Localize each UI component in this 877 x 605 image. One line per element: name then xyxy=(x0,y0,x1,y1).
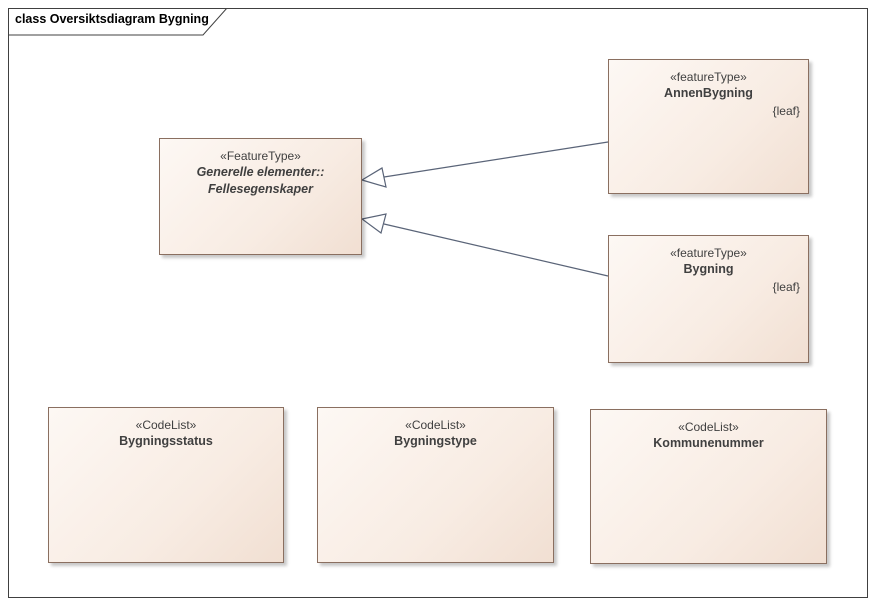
class-name: Bygningstype xyxy=(394,434,477,448)
class-name-line1: Generelle elementer:: xyxy=(196,165,325,179)
class-annenbygning[interactable]: «featureType» AnnenBygning {leaf} xyxy=(608,59,809,194)
class-kommunenummer[interactable]: «CodeList» Kommunenummer xyxy=(590,409,827,564)
stereotype-label: «CodeList» xyxy=(405,418,466,432)
class-bygningsstatus[interactable]: «CodeList» Bygningsstatus xyxy=(48,407,284,563)
stereotype-label: «featureType» xyxy=(670,70,747,84)
stereotype-label: «featureType» xyxy=(670,246,747,260)
class-name: AnnenBygning xyxy=(664,86,753,100)
diagram-title: class Oversiktsdiagram Bygning xyxy=(15,12,209,26)
diagram-title-tab xyxy=(8,8,228,36)
leaf-tag: {leaf} xyxy=(772,104,800,118)
stereotype-label: «FeatureType» xyxy=(220,149,301,163)
class-name: Kommunenummer xyxy=(653,436,764,450)
class-bygning[interactable]: «featureType» Bygning {leaf} xyxy=(608,235,809,363)
class-fellesegenskaper[interactable]: «FeatureType» Generelle elementer:: Fell… xyxy=(159,138,362,255)
class-name-line2: Fellesegenskaper xyxy=(208,182,313,196)
stereotype-label: «CodeList» xyxy=(678,420,739,434)
stereotype-label: «CodeList» xyxy=(135,418,197,432)
class-bygningstype[interactable]: «CodeList» Bygningstype xyxy=(317,407,554,563)
class-name: Bygningsstatus xyxy=(119,434,213,448)
class-name: Bygning xyxy=(683,262,734,276)
leaf-tag: {leaf} xyxy=(772,280,800,294)
